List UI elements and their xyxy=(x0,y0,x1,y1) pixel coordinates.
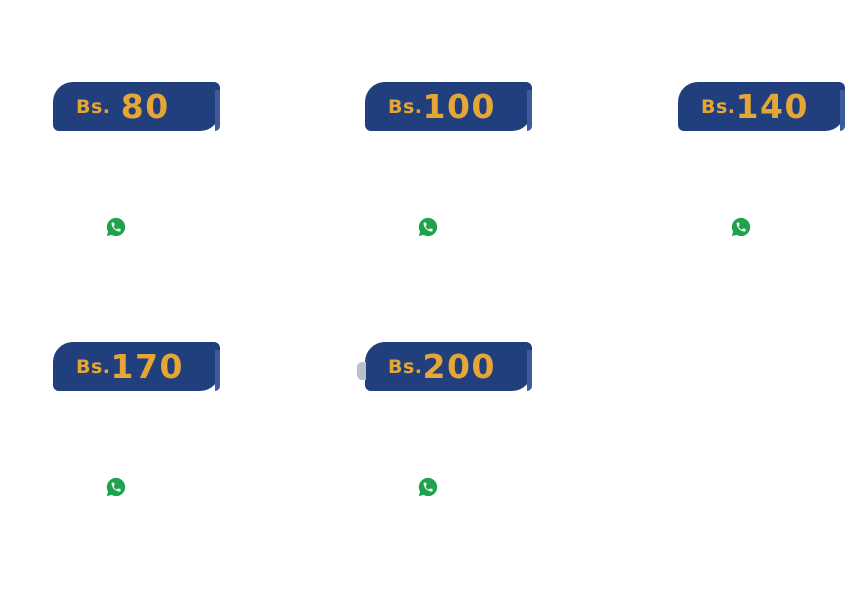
currency-label: Bs. xyxy=(76,355,111,378)
price-card: Bs. 80 xyxy=(53,82,253,262)
currency-label: Bs. xyxy=(388,95,423,118)
currency-label: Bs. xyxy=(76,95,111,118)
price-badge: Bs. 80 xyxy=(53,82,220,131)
whatsapp-icon[interactable] xyxy=(417,216,439,238)
currency-label: Bs. xyxy=(701,95,736,118)
price-badge: Bs. 100 xyxy=(365,82,532,131)
whatsapp-icon[interactable] xyxy=(105,476,127,498)
price-amount: 170 xyxy=(110,347,184,386)
price-amount: 140 xyxy=(735,87,809,126)
price-card: Bs. 140 xyxy=(678,82,858,262)
badge-accent-stripe xyxy=(527,90,532,131)
price-badge: Bs. 200 xyxy=(357,342,532,391)
badge-accent-stripe xyxy=(215,350,220,391)
price-card: Bs. 170 xyxy=(53,342,253,522)
badge-accent-stripe xyxy=(527,350,532,391)
price-card: Bs. 100 xyxy=(365,82,565,262)
badge-left-notch xyxy=(357,362,366,380)
price-amount: 100 xyxy=(422,87,496,126)
price-amount: 200 xyxy=(422,347,496,386)
price-card: Bs. 200 xyxy=(357,342,565,522)
whatsapp-icon[interactable] xyxy=(730,216,752,238)
currency-label: Bs. xyxy=(388,355,423,378)
whatsapp-icon[interactable] xyxy=(105,216,127,238)
price-badge: Bs. 170 xyxy=(53,342,220,391)
whatsapp-icon[interactable] xyxy=(417,476,439,498)
badge-accent-stripe xyxy=(840,90,845,131)
price-badge: Bs. 140 xyxy=(678,82,845,131)
badge-accent-stripe xyxy=(215,90,220,131)
price-amount: 80 xyxy=(120,87,170,126)
